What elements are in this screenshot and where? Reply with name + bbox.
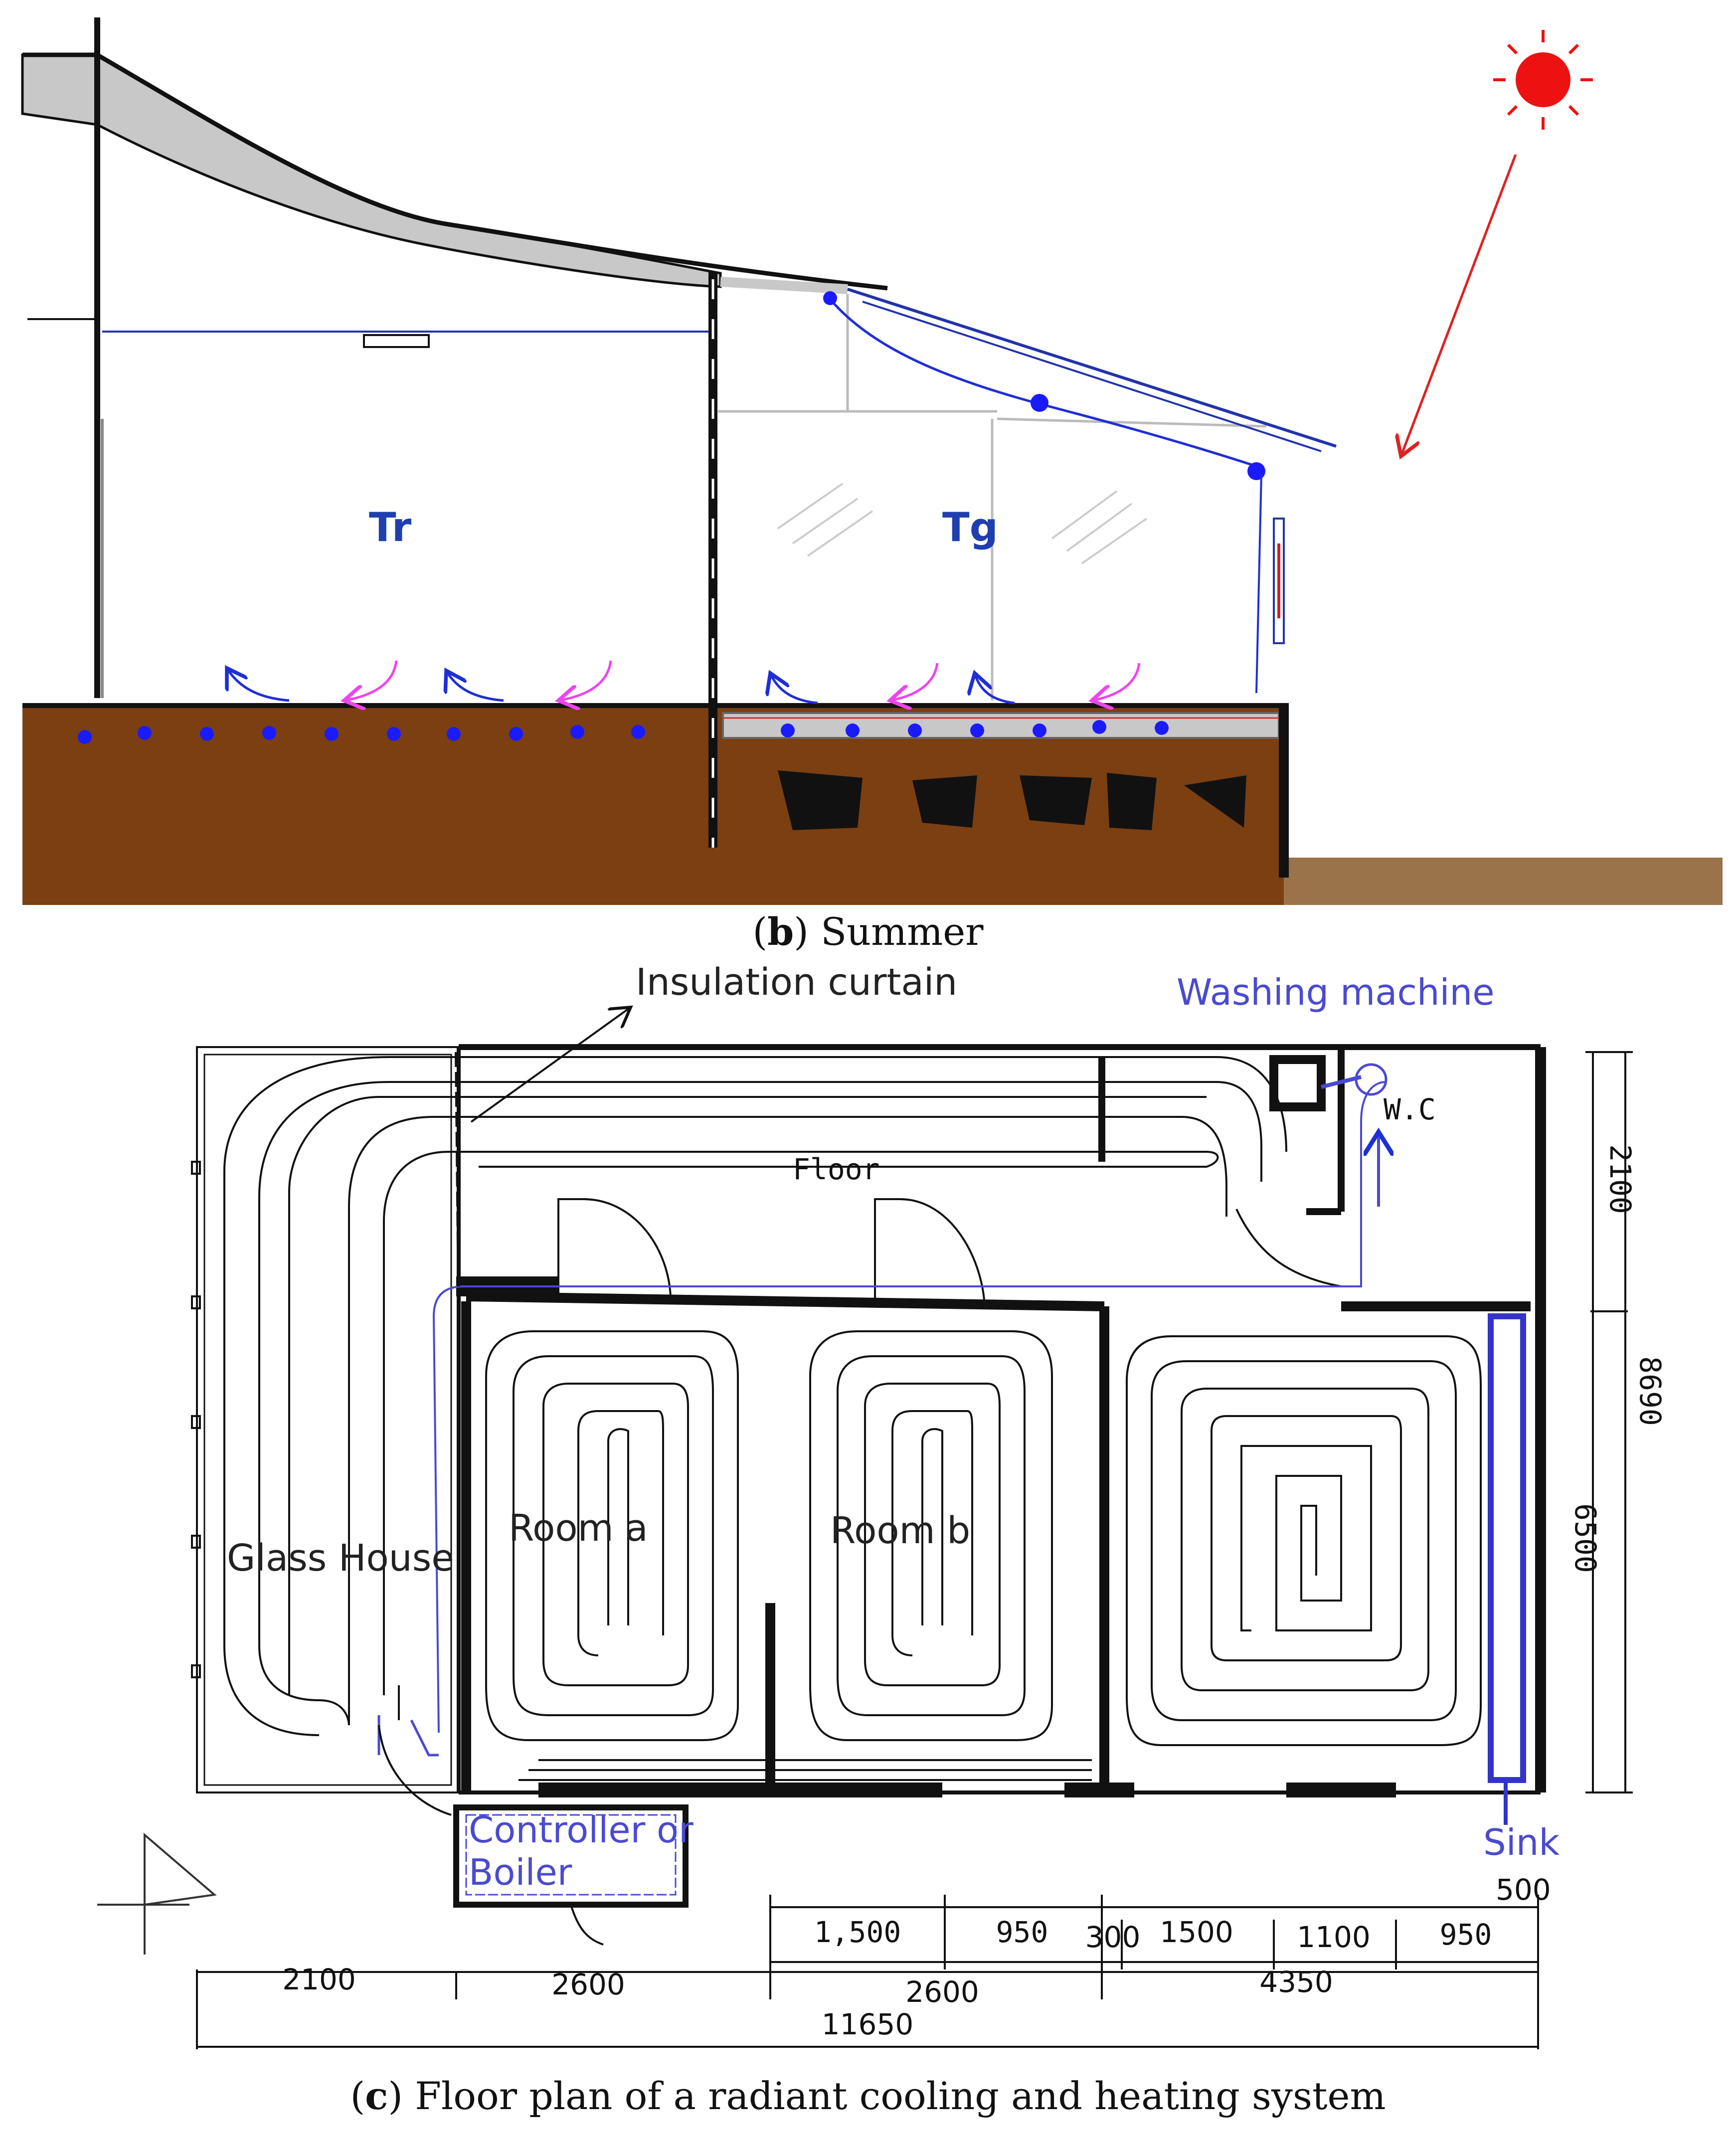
- insulation-curtain-label: Insulation curtain: [636, 961, 957, 1004]
- glass-house-frame: [718, 294, 1267, 701]
- glass-house-label: Glass House: [227, 1537, 454, 1580]
- floor-plan-diagram: Insulation curtain Washing machine: [97, 961, 1667, 2049]
- dim-950b: 950: [1440, 1918, 1492, 1952]
- curtain-roller-3: [1247, 462, 1265, 480]
- room-right-coil: [1126, 1335, 1482, 1746]
- glass-house-posts: [191, 1161, 201, 1678]
- insulation-curtain-pointer: [470, 1007, 631, 1123]
- cool-air-arrows: [227, 668, 1015, 705]
- caption-summer-letter: b: [767, 909, 794, 954]
- dim-right-8690: 8690: [1633, 1356, 1667, 1426]
- room-b-label: Room b: [830, 1509, 970, 1552]
- washing-machine-box: [1269, 1055, 1326, 1111]
- wc-label: W.C: [1384, 1092, 1436, 1126]
- doors: [557, 1198, 1342, 1946]
- summer-insulation-curtain: [829, 298, 1257, 468]
- curtain-roller-1: [823, 291, 837, 305]
- dim-2600b: 2600: [905, 1975, 979, 2009]
- controller-boiler-inner: [465, 1814, 677, 1896]
- dim-right-6500: 6500: [1568, 1503, 1602, 1573]
- room-a-coil: [485, 1330, 739, 1741]
- sink-label: Sink: [1483, 1821, 1560, 1863]
- roof-gray-extension: [720, 277, 848, 294]
- room-wall-fill: [456, 1276, 1396, 1797]
- black-flow-arrows: [378, 1685, 452, 1816]
- room-a-label: Room a: [509, 1507, 648, 1550]
- glass-hatch: [777, 483, 1148, 564]
- caption-summer-text: Summer: [809, 909, 984, 954]
- glass-front-wall: [1255, 473, 1262, 694]
- dim-1100: 1100: [1297, 1920, 1371, 1954]
- controller-label-line1: Controller or: [469, 1809, 694, 1851]
- room-b-coil: [809, 1330, 1053, 1741]
- glass-roof-inner: [862, 301, 1322, 452]
- caption-summer: (b) Summer: [752, 909, 984, 954]
- glass-roof-outer: [847, 288, 1337, 448]
- right-dimension-lines: [1585, 1051, 1633, 1793]
- building-walls: [457, 1044, 1546, 1794]
- label-tr: Tr: [369, 504, 412, 550]
- floor-pipe-dots: [78, 720, 1169, 744]
- dim-950a: 950: [996, 1915, 1048, 1949]
- dim-2600a: 2600: [551, 1967, 625, 2001]
- controller-flow-arrows: [377, 1715, 439, 1757]
- controller-boiler-box: [453, 1804, 689, 1908]
- dim-2100: 2100: [282, 1963, 356, 1996]
- caption-floor-plan-text: Floor plan of a radiant cooling and heat…: [403, 2074, 1386, 2118]
- floor-label: Floor: [793, 1152, 880, 1186]
- label-tg: Tg: [942, 504, 998, 550]
- dim-1500b: 1500: [1160, 1915, 1233, 1949]
- dim-1500a: 1,500: [814, 1915, 901, 1949]
- floor-pipe-loop: [223, 1056, 1287, 1736]
- plan-insulation-curtain: [455, 1052, 460, 1297]
- sink: [1488, 1313, 1526, 1783]
- dim-4350: 4350: [1259, 1965, 1333, 1999]
- caption-floor-plan-letter: c: [365, 2074, 388, 2118]
- caption-floor-plan: (c) Floor plan of a radiant cooling and …: [350, 2074, 1386, 2118]
- glass-house-outline: [196, 1046, 460, 1793]
- floor-insulation-layer: [722, 712, 1280, 739]
- sun-ray-arrow: [1401, 154, 1517, 456]
- dim-11650: 11650: [822, 2007, 914, 2041]
- curtain-roller-2: [1031, 394, 1048, 412]
- house-roof-top: [22, 52, 888, 291]
- washing-machine-link: [1321, 1075, 1362, 1089]
- ground-right-dirt: [1284, 858, 1723, 905]
- washing-machine-label: Washing machine: [1177, 971, 1495, 1013]
- dim-right-2100: 2100: [1603, 1144, 1637, 1214]
- ceiling-vent: [363, 334, 430, 348]
- bottom-supply-lines: [519, 1759, 1092, 1781]
- blue-supply-line: [432, 1081, 1387, 1733]
- rock-storage: [778, 770, 1246, 830]
- north-arrow-icon: [97, 1832, 217, 1955]
- summer-section-diagram: Tr Tg: [21, 17, 1723, 905]
- warm-air-arrows: [344, 660, 1141, 701]
- controller-label-line2: Boiler: [469, 1851, 572, 1893]
- dim-500: 500: [1496, 1873, 1551, 1907]
- bottom-dimension-lines: [196, 1895, 1539, 2049]
- sun-icon: [1493, 30, 1593, 130]
- dim-300: 300: [1085, 1920, 1141, 1954]
